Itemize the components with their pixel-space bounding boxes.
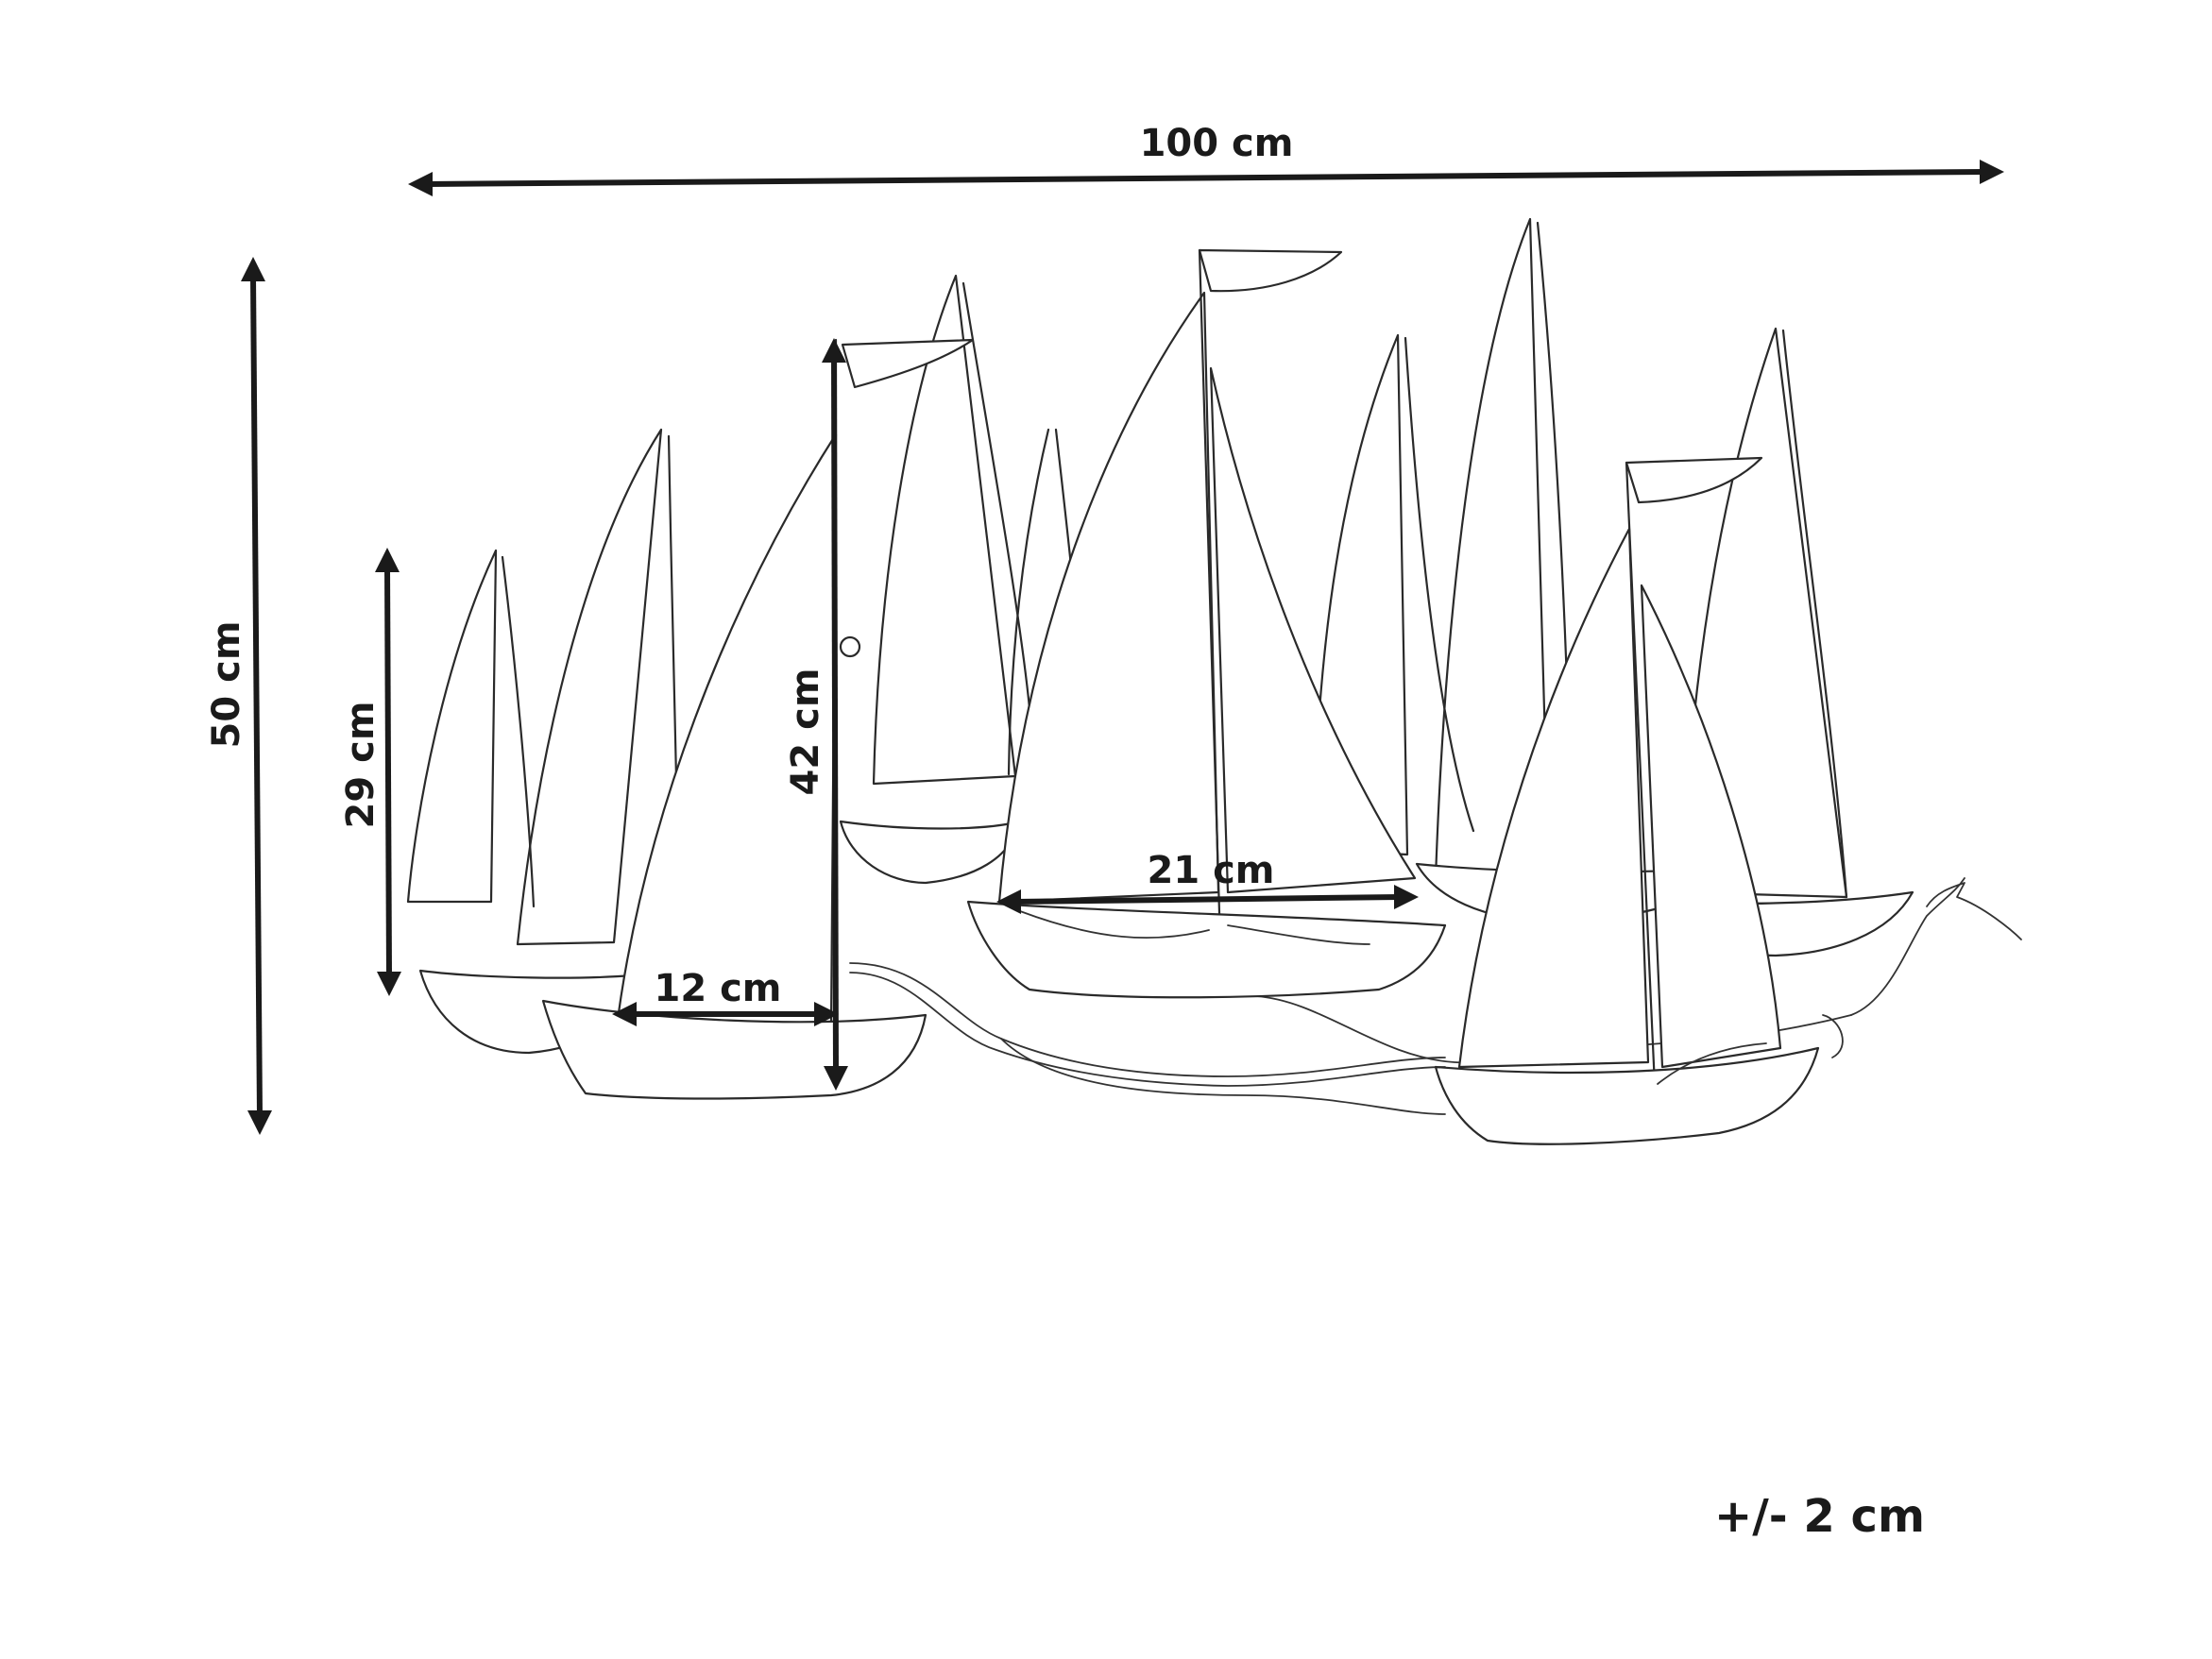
dimension-100cm: 100 cm bbox=[408, 122, 2004, 196]
boat-center bbox=[966, 248, 1447, 999]
dimension-50cm: 50 cm bbox=[205, 257, 272, 1135]
dimension-label-width: 100 cm bbox=[1140, 122, 1294, 165]
boat-right bbox=[1434, 456, 1820, 1145]
dimension-label-small-boat-height: 29 cm bbox=[339, 702, 383, 829]
dimension-label-mast-height: 42 cm bbox=[784, 669, 827, 796]
dimension-label-height: 50 cm bbox=[205, 621, 248, 749]
dimension-42cm: 42 cm bbox=[784, 338, 848, 1091]
dimension-29cm: 29 cm bbox=[339, 548, 401, 996]
tolerance-note: +/- 2 cm bbox=[1714, 1490, 1925, 1543]
dimension-label-left-boat-width: 12 cm bbox=[655, 967, 782, 1010]
dimension-label-center-boat-width: 21 cm bbox=[1148, 849, 1275, 892]
dimension-12cm: 12 cm bbox=[612, 967, 839, 1026]
dimension-21cm: 21 cm bbox=[996, 849, 1419, 914]
